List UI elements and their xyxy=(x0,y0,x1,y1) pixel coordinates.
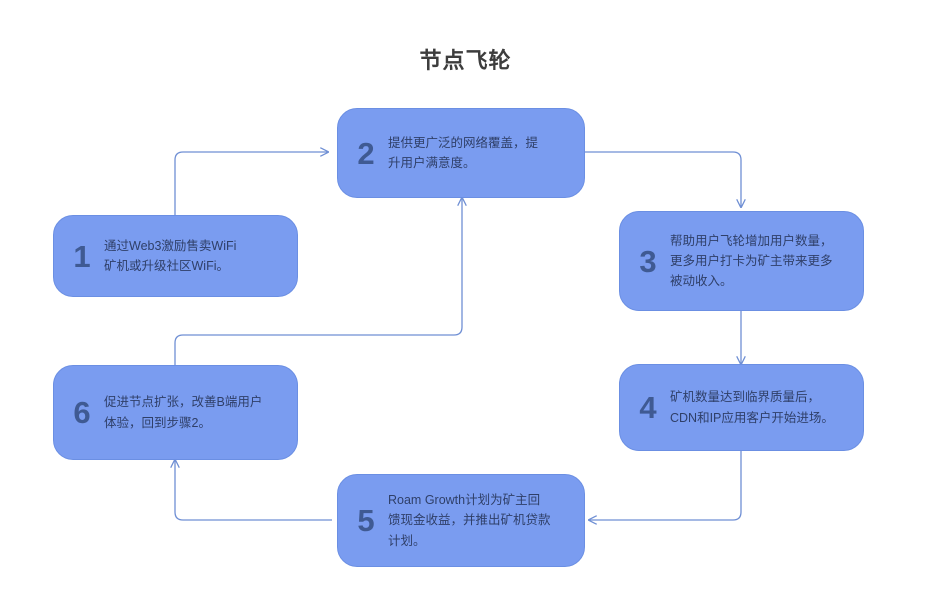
node-3-number: 3 xyxy=(639,243,657,279)
node-5-text: Roam Growth计划为矿主回 馈现金收益，并推出矿机贷款 计划。 xyxy=(388,493,551,548)
page-title: 节点飞轮 xyxy=(419,48,512,73)
node-5[interactable]: 5 Roam Growth计划为矿主回 馈现金收益，并推出矿机贷款 计划。 xyxy=(337,474,585,567)
node-1-text: 通过Web3激励售卖WiFi 矿机或升级社区WiFi。 xyxy=(104,238,237,273)
node-4[interactable]: 4 矿机数量达到临界质量后， CDN和IP应用客户开始进场。 xyxy=(619,364,864,451)
node-3-text: 帮助用户飞轮增加用户数量， 更多用户打卡为矿主带来更多 被动收入。 xyxy=(670,233,833,289)
node-6-text: 促进节点扩张，改善B端用户 体验，回到步骤2。 xyxy=(104,395,263,430)
edge-2-to-3 xyxy=(585,151,741,207)
edge-4-to-5 xyxy=(589,451,742,520)
node-2[interactable]: 2 提供更广泛的网络覆盖，提 升用户满意度。 xyxy=(337,108,585,198)
edge-5-to-6 xyxy=(175,460,332,521)
node-1[interactable]: 1 通过Web3激励售卖WiFi 矿机或升级社区WiFi。 xyxy=(53,215,298,297)
node-2-number: 2 xyxy=(357,135,375,171)
node-4-text: 矿机数量达到临界质量后， CDN和IP应用客户开始进场。 xyxy=(670,390,834,425)
node-3[interactable]: 3 帮助用户飞轮增加用户数量， 更多用户打卡为矿主带来更多 被动收入。 xyxy=(619,211,864,311)
node-1-number: 1 xyxy=(73,238,91,274)
node-2-text: 提供更广泛的网络覆盖，提 升用户满意度。 xyxy=(388,135,539,170)
node-5-number: 5 xyxy=(357,503,375,538)
node-6[interactable]: 6 促进节点扩张，改善B端用户 体验，回到步骤2。 xyxy=(53,365,298,460)
node-6-number: 6 xyxy=(73,395,91,430)
edge-1-to-2 xyxy=(174,152,328,215)
node-4-number: 4 xyxy=(639,390,657,425)
